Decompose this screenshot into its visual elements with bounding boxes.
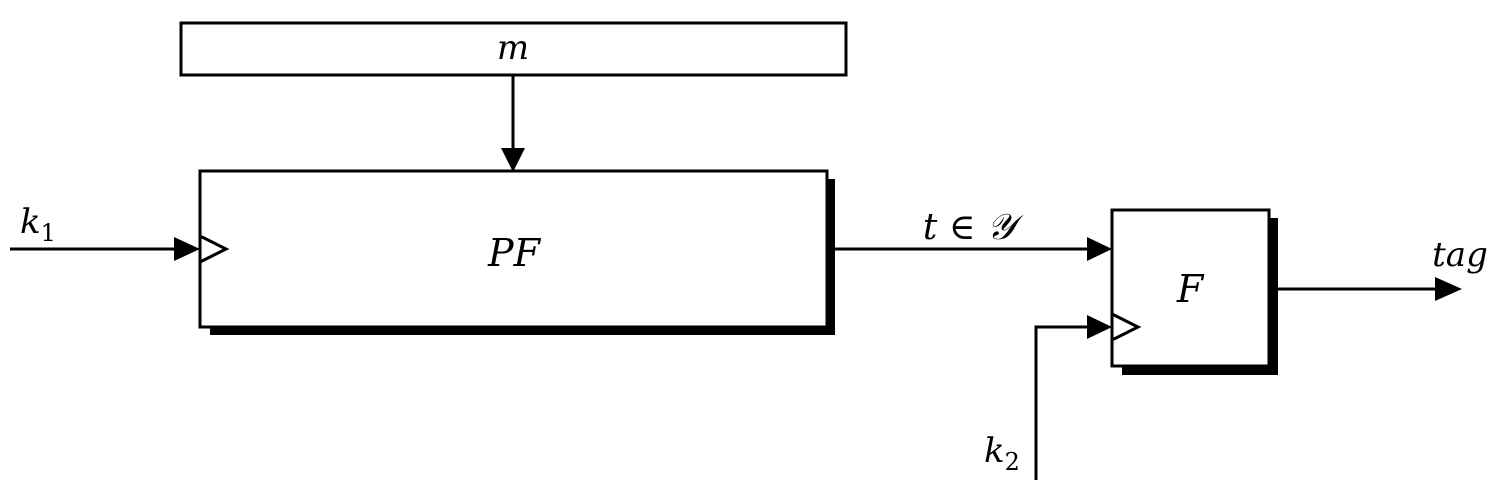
- f-label: F: [1176, 267, 1205, 311]
- intermediate-label: t ∈ 𝒴: [923, 207, 1024, 248]
- message-block: m: [179, 21, 848, 77]
- intermediate-arrow: t ∈ 𝒴: [835, 207, 1112, 261]
- intermediate-arrowhead: [1087, 237, 1112, 261]
- key2-label: k2: [984, 431, 1020, 476]
- f-box: [1110, 208, 1271, 368]
- prf-key-port-triangle: [199, 234, 230, 264]
- key2-input: k2: [984, 315, 1112, 480]
- tag-arrowhead: [1435, 277, 1462, 301]
- key1-input: k1: [10, 202, 200, 261]
- key2-base: k: [984, 431, 1005, 471]
- message-to-prf-arrowhead: [501, 148, 525, 172]
- key1-arrowhead: [174, 237, 200, 261]
- tag-output: tag: [1278, 235, 1488, 301]
- prf-block: PF: [198, 169, 835, 335]
- f-block: F: [1110, 208, 1278, 375]
- key2-subscript: 2: [1005, 448, 1020, 476]
- tag-label: tag: [1432, 235, 1488, 275]
- f-key-port-triangle: [1111, 312, 1142, 342]
- key1-label: k1: [20, 202, 56, 247]
- prf-label: PF: [487, 231, 542, 275]
- message-box: [179, 21, 848, 77]
- message-to-prf-arrow: [501, 75, 525, 172]
- key1-base: k: [20, 202, 41, 242]
- key2-arrowhead: [1087, 315, 1112, 339]
- key2-line: [1034, 325, 1090, 480]
- key1-subscript: 1: [41, 219, 56, 247]
- prf-box: [198, 169, 829, 329]
- message-label: m: [497, 28, 529, 68]
